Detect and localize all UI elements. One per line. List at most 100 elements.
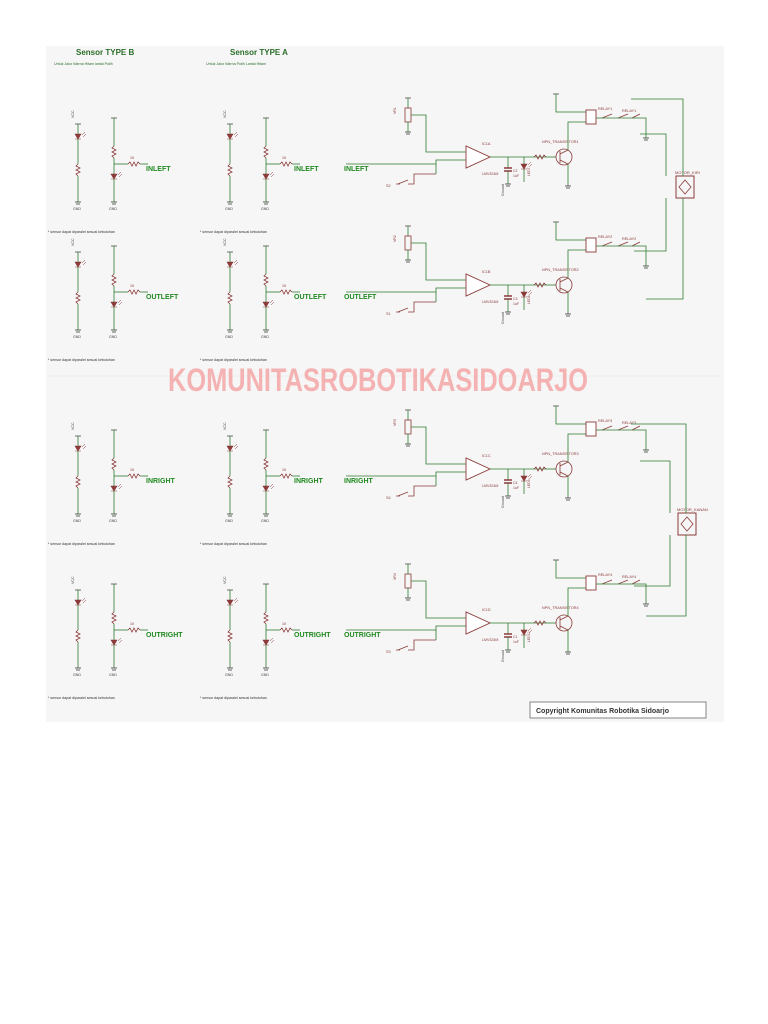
ground-symbol: [643, 265, 649, 269]
gnd-label: GND: [109, 207, 117, 211]
ground-symbol: [227, 329, 233, 333]
transistor: [555, 614, 573, 632]
relay-coil: [585, 575, 597, 591]
led-rays: [117, 171, 123, 178]
wire: [596, 245, 647, 266]
wire: [346, 159, 466, 165]
wire: [567, 121, 586, 150]
resistor: [227, 475, 233, 489]
led: [110, 485, 118, 492]
transistor-leads: [559, 461, 569, 477]
relay-contacts: [601, 113, 641, 119]
gnd-label: GND: [109, 519, 117, 523]
resistor-value: 1K: [282, 468, 287, 472]
resistor: [111, 273, 117, 287]
wire: [567, 249, 586, 278]
led-rays: [527, 161, 533, 168]
led-label: LED9: [527, 479, 531, 488]
led: [226, 261, 234, 268]
resistor: [263, 611, 269, 625]
net-label-type-b: OUTRIGHT: [146, 632, 183, 639]
resistor: [263, 145, 269, 159]
gnd-label: GND: [73, 519, 81, 523]
relay-contact-label: RELAY1: [622, 109, 636, 113]
ground-symbol: [111, 513, 117, 517]
led: [262, 639, 270, 646]
resistor: [533, 466, 547, 472]
led-label: LED10: [527, 632, 531, 642]
relay-contacts: [601, 579, 641, 585]
ground-symbol: [263, 201, 269, 205]
sensor-note: * sensor dapat diparalel sesuai kebutuha…: [48, 230, 115, 234]
wire: [596, 583, 647, 604]
vcc-label: VCC: [223, 422, 227, 430]
resistor-value: 1K: [130, 468, 135, 472]
net-label-comparator: OUTLEFT: [344, 294, 377, 301]
sensor-note: * sensor dapat diparalel sesuai kebutuha…: [200, 696, 267, 700]
motor-left: MOTOR_KIRI: [675, 170, 700, 199]
resistor-value: 1K: [282, 284, 287, 288]
relay-contact-label: RELAY4: [622, 575, 636, 579]
vcc-label: VCC: [71, 110, 75, 118]
type-b-title: Sensor TYPE B: [76, 48, 134, 57]
ground-symbol: [227, 667, 233, 671]
wire: [567, 433, 586, 462]
cap-label: C1: [513, 635, 518, 639]
resistor: [75, 291, 81, 305]
gnd-label: GND: [225, 673, 233, 677]
ground-symbol: [505, 183, 511, 187]
led: [74, 445, 82, 452]
led-rays: [117, 299, 123, 306]
type-a-title: Sensor TYPE A: [230, 48, 288, 57]
transistor: [555, 276, 573, 294]
resistor-value: 1K: [130, 284, 135, 288]
potentiometer: [404, 235, 412, 251]
gnd-label: GND: [261, 335, 269, 339]
schematic-diagram: Sensor TYPE B Untuk Jalur Warna Hitam la…: [48, 48, 722, 719]
capacitor: [504, 295, 512, 300]
type-a-subtitle: Untuk Jalur Warna Putih Lantai Hitam: [206, 62, 266, 66]
ground-symbol: [263, 513, 269, 517]
led-label: LED8: [527, 295, 531, 304]
vcc-label: VCC: [223, 576, 227, 584]
wire: [555, 222, 586, 241]
wire: [596, 117, 647, 138]
relay-label: RELAY2: [598, 235, 612, 239]
led: [226, 133, 234, 140]
resistor: [111, 457, 117, 471]
resistor: [111, 145, 117, 159]
gnd-label: GND: [261, 207, 269, 211]
ground-symbol: [111, 201, 117, 205]
relay-coil: [585, 237, 597, 253]
relay-coil: [585, 109, 597, 125]
resistor: [533, 282, 547, 288]
copyright-box: [529, 701, 707, 719]
led-rays: [117, 483, 123, 490]
ground-label: Ground: [501, 312, 505, 324]
ground-symbol: [75, 513, 81, 517]
led-label: LED7: [527, 167, 531, 176]
net-label-comparator: INRIGHT: [344, 478, 374, 485]
sensor-note: * sensor dapat diparalel sesuai kebutuha…: [200, 358, 267, 362]
led-rays: [117, 637, 123, 644]
opamp-label: IC1D: [482, 608, 491, 612]
pot-label: VR3: [393, 419, 397, 426]
relay-label: RELAY4: [598, 573, 612, 577]
ground-symbol: [263, 329, 269, 333]
opamp-label: IC1B: [482, 270, 491, 274]
sensor-note: * sensor dapat diparalel sesuai kebutuha…: [48, 696, 115, 700]
led: [262, 485, 270, 492]
resistor: [227, 629, 233, 643]
channel-rows: VCC GND GND 1K * sensor dapat diparalel sesu…: [48, 93, 722, 700]
vcc-label: VCC: [223, 238, 227, 246]
wire: [555, 560, 586, 579]
sensor-note: * sensor dapat diparalel sesuai kebutuha…: [200, 230, 267, 234]
relay-contact-label: RELAY3: [622, 421, 636, 425]
transistor-leads: [559, 615, 569, 631]
ground-symbol: [565, 313, 571, 317]
switch-label: S3: [386, 650, 391, 654]
gnd-label: GND: [73, 207, 81, 211]
resistor: [279, 473, 293, 479]
ground-symbol: [227, 201, 233, 205]
led-rays: [527, 289, 533, 296]
